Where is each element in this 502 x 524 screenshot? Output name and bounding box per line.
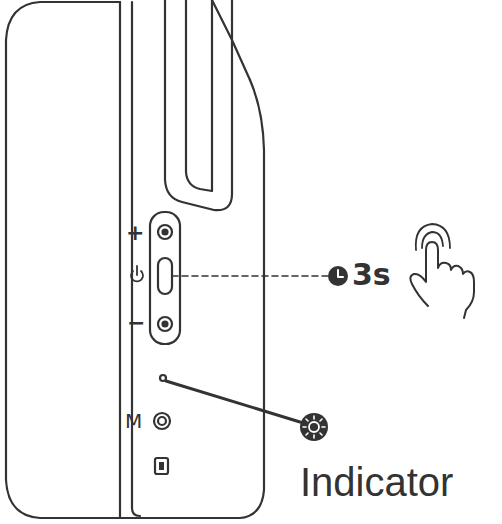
volume-down-label: −: [127, 312, 145, 334]
volume-up-label: +: [126, 222, 144, 244]
earcup-housing: [120, 2, 264, 518]
port-slot: [159, 462, 164, 470]
headband-slider: [165, 0, 232, 210]
headband-yoke: [212, 0, 250, 80]
dashed-leader: [172, 275, 328, 277]
light-rays: [303, 416, 325, 438]
ear-cushion: [6, 2, 120, 518]
indicator-leader: [166, 381, 300, 422]
volume-down-button: [158, 317, 172, 331]
headband-slider-inner: [186, 0, 212, 191]
button-dot: [163, 322, 168, 327]
mode-label: M: [125, 411, 142, 431]
pressing-hand-icon: [410, 242, 474, 318]
hold-time-label: 3s: [352, 260, 391, 290]
mode-button: [154, 413, 170, 429]
housing-edge: [132, 2, 140, 516]
power-button: [158, 258, 172, 294]
indicator-label: Indicator: [300, 462, 453, 502]
clock-hands: [338, 270, 343, 277]
button-strip: [150, 212, 180, 344]
light-bulb: [309, 422, 319, 432]
power-symbol: [131, 266, 143, 281]
press-waves: [416, 224, 450, 250]
mode-button-inner: [158, 417, 166, 425]
button-dot: [163, 230, 168, 235]
volume-up-button: [158, 225, 172, 239]
light-icon: [300, 413, 328, 441]
clock-icon: [328, 266, 348, 286]
charging-port: [155, 458, 168, 474]
